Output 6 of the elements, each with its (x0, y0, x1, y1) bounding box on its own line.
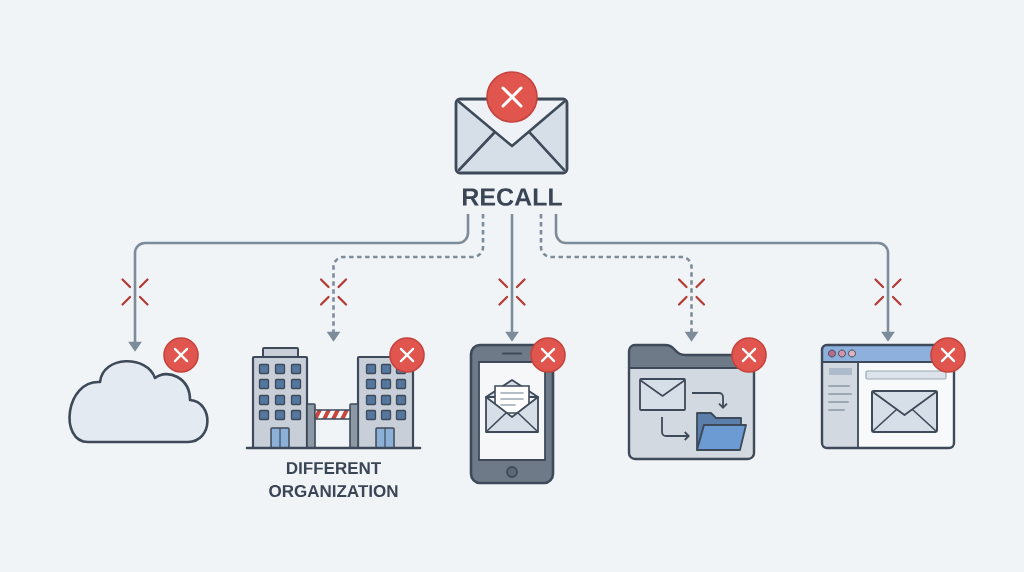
phone-icon (469, 343, 555, 485)
node-label: RECALL (463, 188, 562, 206)
browser-window-icon (820, 343, 956, 450)
cloud-icon (68, 359, 209, 444)
folder-icon (627, 343, 756, 461)
node-label: DIFFERENT ORGANIZATION (269, 462, 398, 498)
